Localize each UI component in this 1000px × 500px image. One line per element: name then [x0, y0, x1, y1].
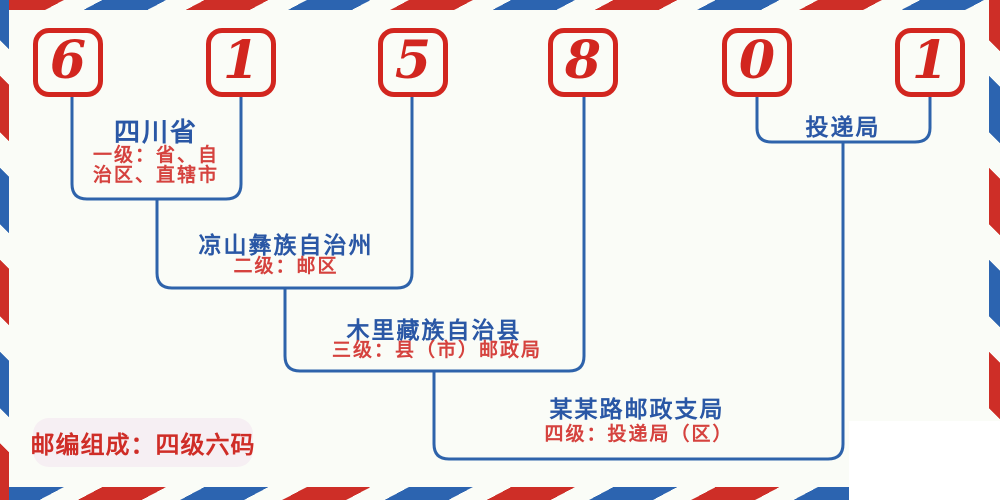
level3-description: 三级：县（市）邮政局: [331, 340, 543, 361]
digit-box-1: 6: [33, 28, 103, 97]
level1-description-line1: 一级：省、自: [92, 145, 220, 166]
level4-bracket-path: [432, 142, 845, 461]
digit-box-2: 1: [206, 28, 276, 97]
airmail-border-bottom: [0, 487, 1000, 500]
airmail-border-right: [989, 0, 1000, 500]
digit-box-3: 5: [378, 28, 448, 97]
level3-region-name: 木里藏族自治县: [346, 317, 522, 343]
level4-region-name: 某某路邮政支局: [549, 396, 725, 422]
white-corner-patch: [849, 421, 1000, 500]
airmail-border-top: [0, 0, 1000, 10]
level4-description: 四级：投递局（区）: [544, 424, 734, 445]
badge-text: 邮编组成：四级六码: [30, 432, 256, 459]
level1-description: 一级：省、自 治区、直辖市: [93, 146, 219, 186]
digit-box-4: 8: [548, 28, 618, 97]
postal-code-composition-badge: 邮编组成：四级六码: [30, 418, 256, 467]
level1-description-line2: 治区、直辖市: [92, 165, 220, 186]
level2-region-name: 凉山彝族自治州: [198, 232, 374, 258]
level2-description: 二级：邮区: [233, 256, 339, 277]
airmail-border-left: [0, 0, 9, 500]
level1-region-name: 四川省: [113, 117, 199, 147]
digit-box-6: 1: [895, 28, 965, 97]
delivery-office-label: 投递局: [805, 114, 881, 140]
delivery-bracket-path: [755, 97, 932, 144]
digit-box-5: 0: [722, 28, 792, 97]
